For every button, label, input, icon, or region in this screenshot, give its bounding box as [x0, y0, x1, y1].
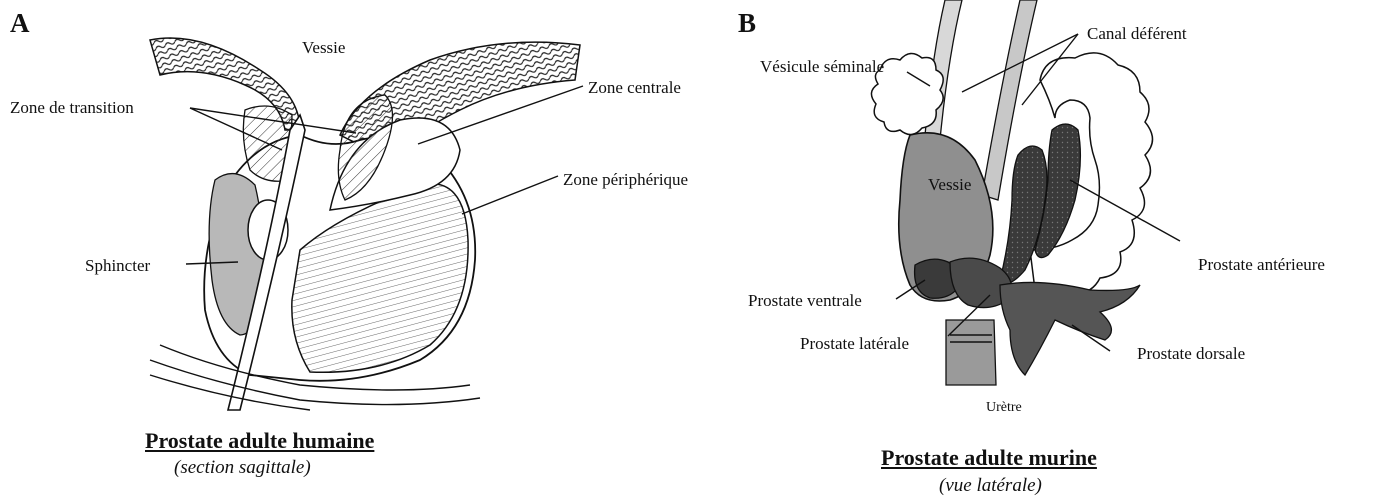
- label-prostate-dorsale: Prostate dorsale: [1137, 344, 1245, 364]
- panel-b-title: Prostate adulte murine: [881, 445, 1097, 471]
- panel-b-subtitle: (vue latérale): [939, 475, 1042, 497]
- dorsal-prostate: [1000, 282, 1140, 375]
- label-prostate-ventrale: Prostate ventrale: [748, 291, 862, 311]
- panel-b: B Canal déférent Vésicule séminale Vessi…: [700, 0, 1375, 502]
- label-uretre: Urètre: [986, 400, 1022, 416]
- label-sphincter: Sphincter: [85, 256, 150, 276]
- panel-a: A Vessie Zone de transition Zone central…: [0, 0, 700, 502]
- label-canal-deferent: Canal déférent: [1087, 24, 1187, 44]
- human-prostate-drawing: [0, 0, 700, 502]
- label-zone-peripherique: Zone périphérique: [563, 170, 688, 190]
- panel-a-title: Prostate adulte humaine: [145, 428, 374, 454]
- label-zone-de-transition: Zone de transition: [10, 98, 134, 118]
- label-zone-centrale: Zone centrale: [588, 78, 681, 98]
- label-prostate-laterale: Prostate latérale: [800, 334, 909, 354]
- label-vessie-a: Vessie: [302, 38, 345, 58]
- panel-b-letter: B: [738, 8, 756, 39]
- label-vesicule-seminale: Vésicule séminale: [760, 57, 884, 77]
- panel-a-subtitle: (section sagittale): [174, 457, 311, 479]
- panel-a-letter: A: [10, 8, 30, 39]
- label-vessie-b: Vessie: [928, 175, 971, 195]
- label-prostate-anterieure: Prostate antérieure: [1198, 255, 1325, 275]
